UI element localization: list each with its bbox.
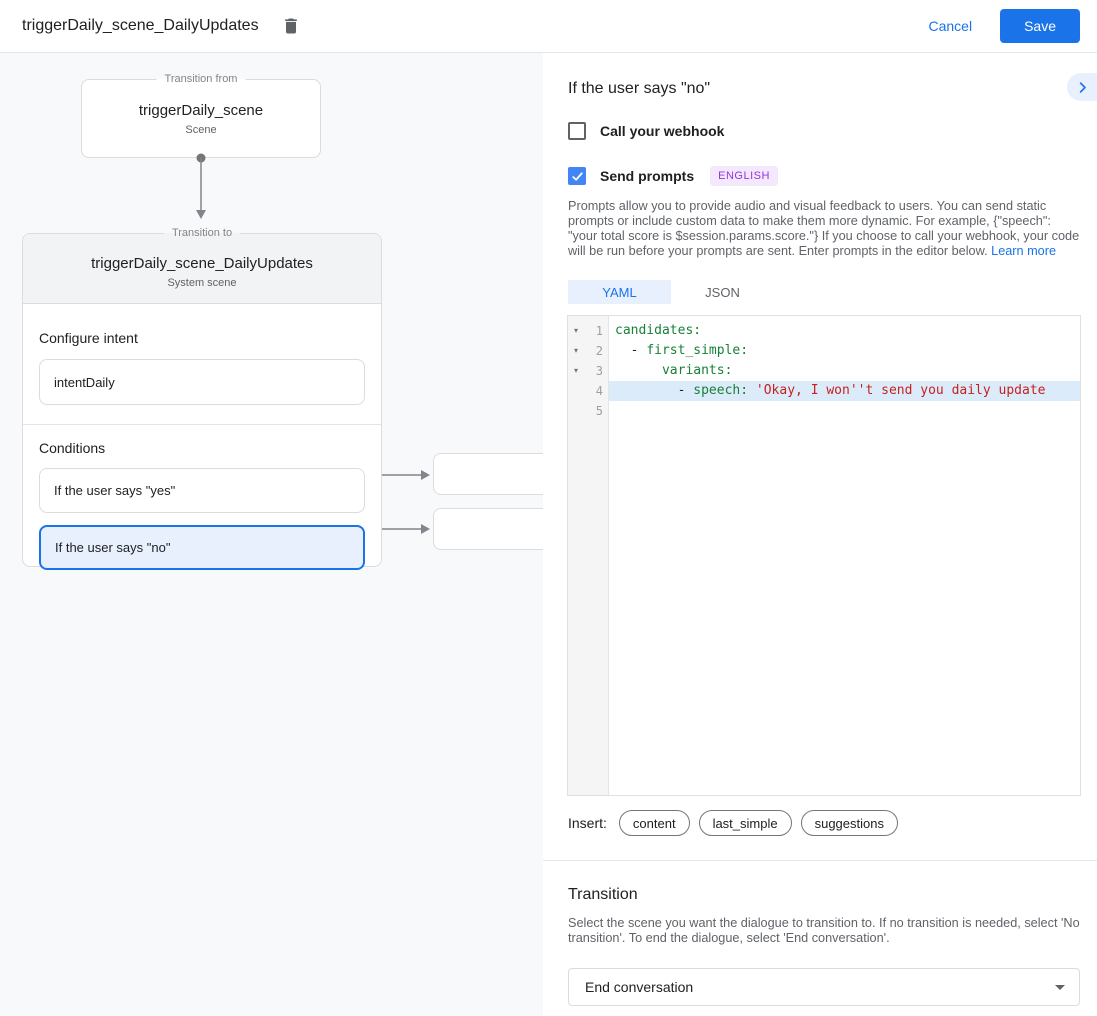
transition-select[interactable]: End conversation	[568, 968, 1080, 1006]
page-title: triggerDaily_scene_DailyUpdates	[22, 17, 259, 34]
to-scene-type: System scene	[167, 276, 237, 289]
conditions-label: Conditions	[39, 440, 106, 456]
intent-input[interactable]: intentDaily	[39, 359, 365, 405]
code-line[interactable]: - speech: 'Okay, I won''t send you daily…	[609, 381, 1080, 401]
save-button[interactable]: Save	[1000, 9, 1080, 43]
send-prompts-row: Send prompts ENGLISH	[568, 166, 778, 186]
language-badge: ENGLISH	[710, 166, 778, 186]
fold-icon[interactable]: ▾	[573, 346, 578, 355]
code-line[interactable]: variants:	[661, 363, 733, 378]
scene-card-header: triggerDaily_scene_DailyUpdates System s…	[23, 234, 381, 304]
top-bar: triggerDaily_scene_DailyUpdates Cancel S…	[0, 0, 1097, 53]
code-line[interactable]: candidates:	[615, 323, 702, 338]
transition-select-value: End conversation	[585, 979, 694, 995]
learn-more-link[interactable]: Learn more	[991, 244, 1057, 259]
check-icon	[571, 171, 583, 181]
line-number: 3	[595, 364, 603, 378]
line-number: 5	[595, 404, 603, 418]
from-scene-name: triggerDaily_scene	[138, 101, 264, 119]
collapse-panel-button[interactable]	[1067, 73, 1097, 101]
code-line[interactable]: - first_simple:	[615, 343, 749, 358]
insert-row: Insert: content last_simple suggestions	[568, 810, 898, 836]
transition-to-card: Transition to triggerDaily_scene_DailyUp…	[22, 227, 382, 570]
transition-from-node[interactable]: Transition from triggerDaily_scene Scene	[81, 73, 321, 158]
condition-row-yes[interactable]: If the user says "yes"	[39, 468, 365, 513]
condition-target-node[interactable]	[433, 453, 543, 495]
prompts-description-text: Prompts allow you to provide audio and v…	[568, 199, 1080, 259]
fold-icon[interactable]: ▾	[573, 366, 578, 375]
chevron-right-icon	[1079, 81, 1086, 93]
transition-description: Select the scene you want the dialogue t…	[568, 916, 1080, 946]
tab-json[interactable]: JSON	[705, 284, 740, 300]
prompts-description: Prompts allow you to provide audio and v…	[568, 199, 1082, 259]
fold-icon[interactable]: ▾	[573, 326, 578, 335]
webhook-label: Call your webhook	[600, 123, 725, 139]
section-divider	[23, 424, 381, 425]
editor-gutter: ▾ 1 ▾ 2 ▾ 3 4 5	[568, 316, 609, 795]
condition-target-node[interactable]	[433, 508, 543, 550]
insert-chip-last-simple[interactable]: last_simple	[698, 810, 792, 836]
condition-row-no[interactable]: If the user says "no"	[39, 525, 365, 570]
line-number: 2	[595, 344, 603, 358]
transition-to-legend: Transition to	[163, 227, 241, 239]
panel-divider	[543, 860, 1097, 861]
transition-from-legend: Transition from	[156, 73, 246, 85]
trash-icon	[284, 18, 297, 34]
condition-detail-panel: If the user says "no" Call your webhook …	[543, 53, 1097, 1016]
from-scene-type: Scene	[185, 123, 217, 136]
condition-title: If the user says "no"	[568, 80, 711, 97]
scene-diagram-canvas: Transition from triggerDaily_scene Scene…	[0, 53, 543, 1016]
cancel-button[interactable]: Cancel	[928, 18, 973, 34]
send-prompts-label: Send prompts	[600, 168, 695, 184]
transition-section-title: Transition	[568, 886, 638, 903]
editor-code[interactable]: candidates: - first_simple: variants: - …	[609, 316, 1080, 795]
tab-yaml[interactable]: YAML	[568, 280, 671, 304]
code-line[interactable]	[609, 401, 1080, 421]
insert-chip-content[interactable]: content	[618, 810, 690, 836]
configure-intent-label: Configure intent	[39, 330, 138, 346]
code-editor[interactable]: ▾ 1 ▾ 2 ▾ 3 4 5 candidates: - first_simple: var…	[567, 315, 1081, 796]
insert-chip-suggestions[interactable]: suggestions	[800, 810, 898, 836]
configure-intent-section: Configure intent intentDaily	[23, 304, 381, 424]
webhook-checkbox[interactable]	[568, 122, 586, 140]
conditions-section: Conditions If the user says "yes" If the…	[23, 425, 381, 585]
delete-button[interactable]	[277, 12, 305, 40]
send-prompts-checkbox[interactable]	[568, 167, 586, 185]
dropdown-caret-icon	[1055, 984, 1065, 990]
line-number: 4	[595, 384, 603, 398]
webhook-row: Call your webhook	[568, 122, 724, 140]
insert-label: Insert:	[568, 815, 607, 831]
editor-format-tabs: YAML JSON	[568, 280, 774, 304]
line-number: 1	[595, 324, 603, 338]
to-scene-name: triggerDaily_scene_DailyUpdates	[91, 254, 313, 272]
